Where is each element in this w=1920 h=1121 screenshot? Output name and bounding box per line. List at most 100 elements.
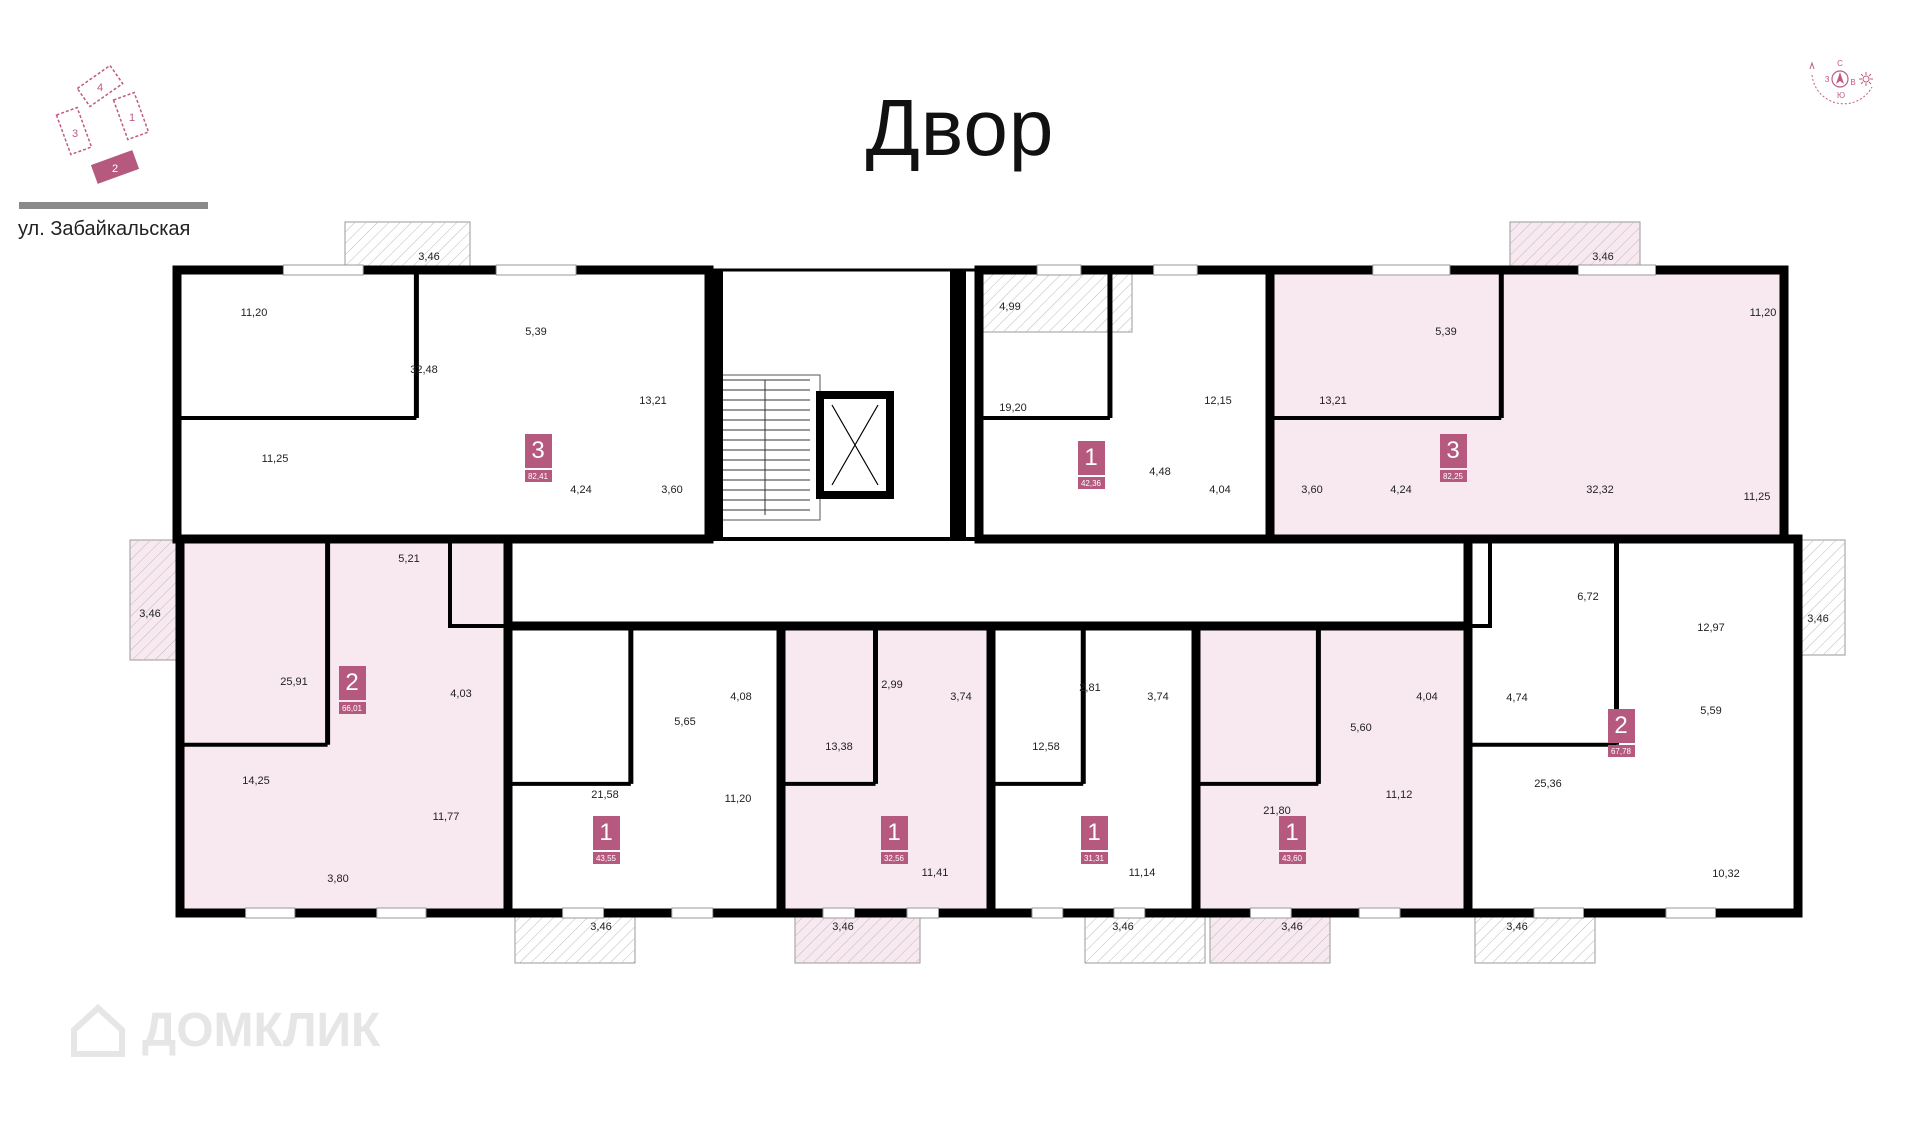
house-logo-icon <box>71 1003 125 1057</box>
room-area-label: 4,04 <box>1416 691 1437 703</box>
apartment-area[interactable] <box>1196 626 1468 913</box>
room-area-label: 21,80 <box>1263 805 1291 817</box>
site-building-label: 2 <box>112 163 118 175</box>
room-area-label: 32,48 <box>410 364 438 376</box>
apartment-1[interactable] <box>177 270 709 539</box>
window <box>1249 907 1292 919</box>
window <box>1153 264 1198 276</box>
apartment-5[interactable] <box>508 626 781 913</box>
room-area-label: 11,12 <box>1386 789 1413 801</box>
room-area-label: 11,20 <box>241 307 268 319</box>
apartment-7[interactable] <box>991 626 1196 913</box>
apartment-badge[interactable]: 143,55 <box>593 816 620 864</box>
window <box>906 907 939 919</box>
apartment-total-area: 82,25 <box>1443 472 1464 481</box>
apartment-badge[interactable]: 382,25 <box>1440 434 1467 482</box>
apartment-8[interactable] <box>1196 626 1468 913</box>
room-area-label: 32,32 <box>1586 484 1614 496</box>
street-label: ул. Забайкальская <box>18 218 191 240</box>
compass-west: З <box>1825 75 1830 84</box>
room-area-label: 3,46 <box>590 921 611 933</box>
room-area-label: 2,81 <box>1079 682 1100 694</box>
room-area-label: 11,14 <box>1129 867 1156 879</box>
apartment-area[interactable] <box>1270 270 1784 539</box>
room-area-label: 11,41 <box>922 867 949 879</box>
room-area-label: 3,46 <box>1807 613 1828 625</box>
room-area-label: 4,24 <box>1390 484 1411 496</box>
room-area-label: 3,60 <box>661 484 682 496</box>
compass-south: Ю <box>1837 91 1845 100</box>
apartment-badge[interactable]: 132,56 <box>881 816 908 864</box>
window <box>495 264 577 276</box>
apartment-area[interactable] <box>991 626 1196 913</box>
apartment-badge[interactable]: 267,78 <box>1608 709 1635 757</box>
site-building-1[interactable]: 1 <box>112 91 150 141</box>
apartment-wall <box>1463 534 1803 918</box>
window <box>245 907 296 919</box>
room-area-label: 4,24 <box>570 484 591 496</box>
room-area-label: 3,46 <box>418 251 439 263</box>
page-title: Двор <box>865 83 1055 172</box>
room-count: 1 <box>887 819 900 846</box>
balcony <box>514 912 636 964</box>
site-building-label: 1 <box>129 112 135 124</box>
apartment-4[interactable] <box>180 539 508 913</box>
apartment-area[interactable] <box>177 270 709 539</box>
apartment-area[interactable] <box>180 539 508 913</box>
apartment-total-area: 42,36 <box>1081 479 1102 488</box>
room-area-label: 5,65 <box>674 716 695 728</box>
room-area-label: 4,74 <box>1506 692 1527 704</box>
room-area-label: 5,60 <box>1350 722 1371 734</box>
room-area-label: 13,21 <box>639 395 667 407</box>
room-area-label: 2,99 <box>881 679 902 691</box>
compass-north: С <box>1837 59 1843 68</box>
window <box>1665 907 1716 919</box>
corridor <box>448 537 1492 628</box>
apartment-badge[interactable]: 131,31 <box>1081 816 1108 864</box>
apartment-badge[interactable]: 266,01 <box>339 666 366 714</box>
apartment-6[interactable] <box>781 626 991 913</box>
site-building-label: 4 <box>97 82 103 94</box>
balcony <box>1509 221 1641 271</box>
window <box>1533 907 1584 919</box>
room-area-label: 3,46 <box>1281 921 1302 933</box>
room-area-label: 3,74 <box>950 691 971 703</box>
elevator-icon <box>831 404 879 486</box>
window <box>376 907 427 919</box>
room-count: 1 <box>1285 819 1298 846</box>
room-area-label: 11,77 <box>433 811 460 823</box>
apartment-badge[interactable]: 143,60 <box>1279 816 1306 864</box>
room-area-label: 3,60 <box>1301 484 1322 496</box>
room-area-label: 4,48 <box>1149 466 1170 478</box>
site-building-2-current[interactable]: 2 <box>90 150 140 184</box>
apartment-total-area: 32,56 <box>884 854 905 863</box>
apartment-area[interactable] <box>781 626 991 913</box>
apartment-3[interactable] <box>1270 270 1784 539</box>
balcony <box>1084 912 1206 964</box>
room-count: 1 <box>599 819 612 846</box>
site-building-label: 3 <box>72 128 78 140</box>
apartment-total-area: 66,01 <box>342 704 363 713</box>
apartment-total-area: 43,55 <box>596 854 617 863</box>
room-area-label: 4,04 <box>1209 484 1230 496</box>
stair-elevator-core <box>707 268 981 541</box>
room-area-label: 5,59 <box>1700 705 1721 717</box>
room-count: 3 <box>531 437 544 464</box>
apartment-area[interactable] <box>508 626 781 913</box>
window <box>1031 907 1064 919</box>
room-area-label: 3,46 <box>1592 251 1613 263</box>
balcony <box>344 221 471 271</box>
room-count: 1 <box>1087 819 1100 846</box>
room-area-label: 11,25 <box>262 453 289 465</box>
street-line <box>19 202 208 209</box>
window <box>1036 264 1082 276</box>
walls <box>172 264 1803 919</box>
balcony <box>1474 912 1596 964</box>
room-area-label: 12,15 <box>1204 395 1232 407</box>
apartment-badge[interactable]: 382,41 <box>525 434 552 482</box>
room-area-label: 3,46 <box>139 608 160 620</box>
window <box>1577 264 1657 276</box>
window <box>1372 264 1451 276</box>
apartment-badge[interactable]: 142,36 <box>1078 441 1105 489</box>
room-count: 2 <box>1614 712 1627 739</box>
